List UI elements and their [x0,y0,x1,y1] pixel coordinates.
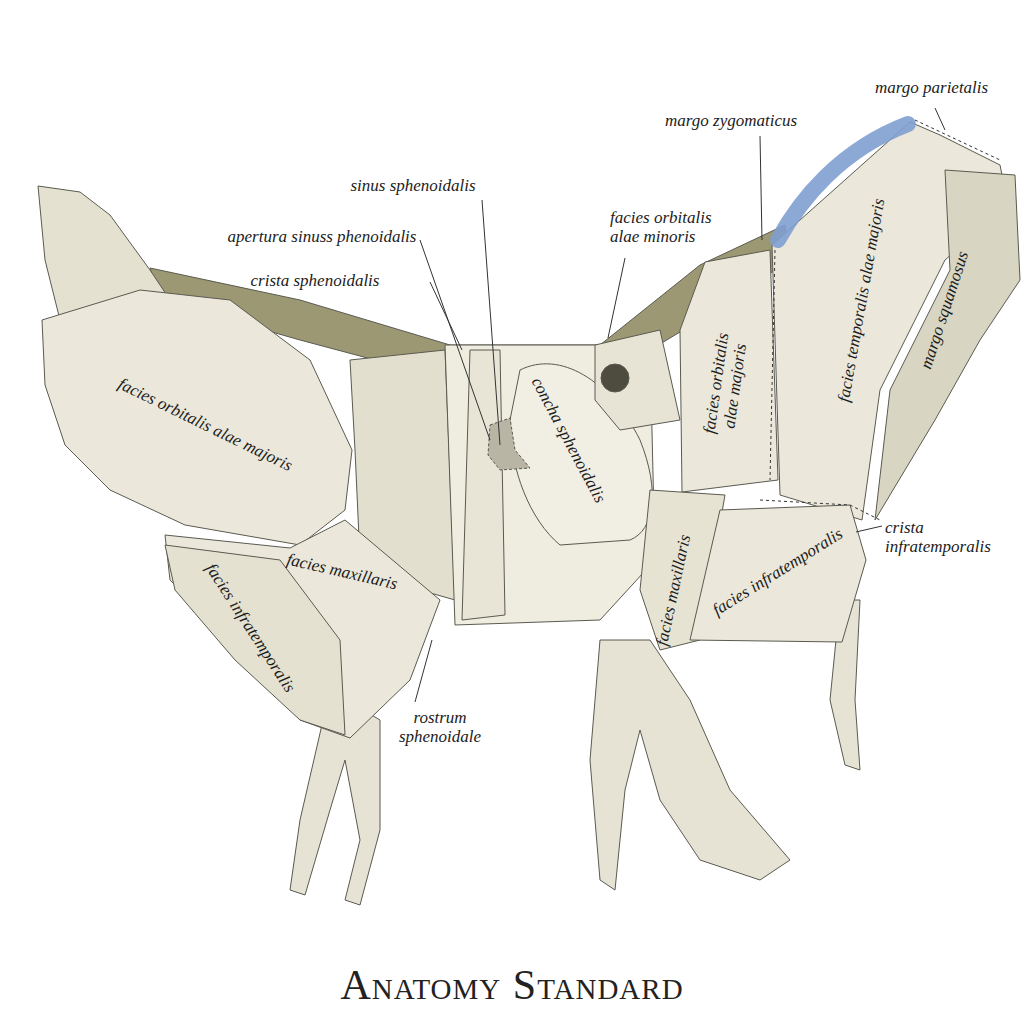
structure-label: crista infratemporalis [885,519,1015,556]
structure-label: margo zygomaticus [665,112,835,131]
structure-label: crista sphenoidalis [230,272,400,291]
structure-label: rostrum sphenoidale [380,709,500,746]
structure-label: margo parietalis [875,79,1015,98]
structure-label: sinus sphenoidalis [333,177,493,196]
structure-label: facies orbitalis alae minoris [610,209,740,246]
watermark-title: Anatomy Standard [262,962,762,1008]
structure-label: apertura sinuss phenoidalis [202,228,442,247]
